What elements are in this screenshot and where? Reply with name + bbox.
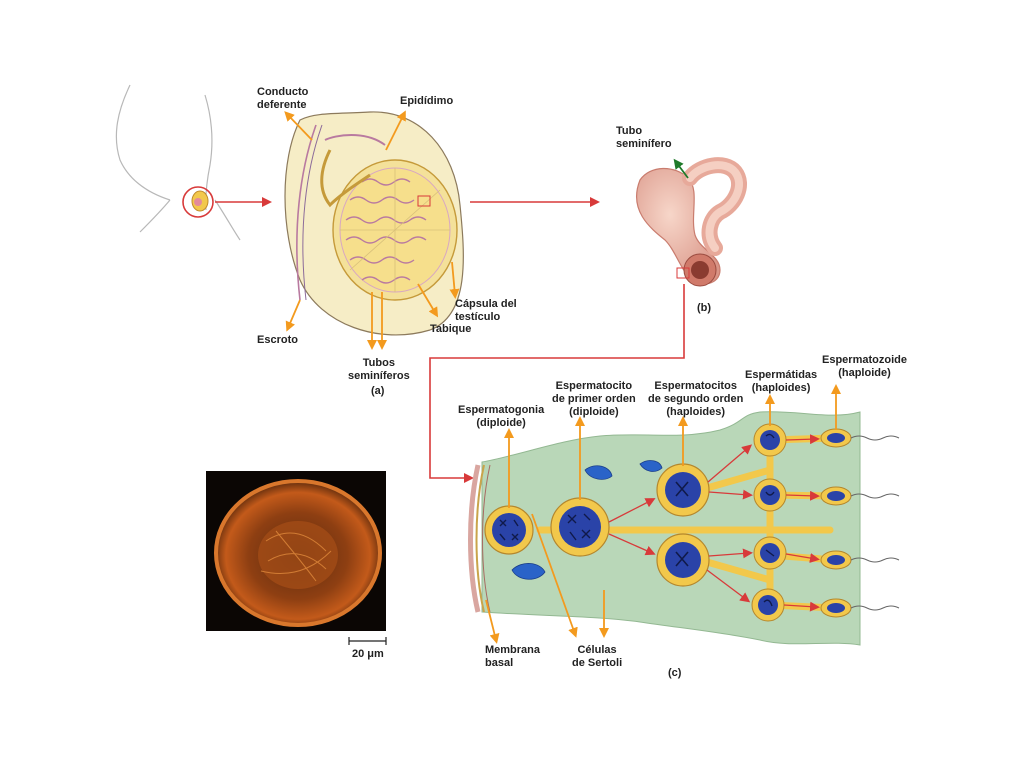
panel-label-c: (c) xyxy=(668,667,682,679)
scale-bar xyxy=(348,637,387,645)
label-espermatozoide: Espermatozoide(haploide) xyxy=(822,354,907,379)
spermatid-cells xyxy=(751,423,787,622)
micrograph-image xyxy=(206,471,386,631)
spermatogonium-cell xyxy=(484,505,534,555)
panel-c-label-arrows xyxy=(485,384,841,644)
red-arrow-tubule-to-detail xyxy=(429,284,685,483)
panel-label-b: (b) xyxy=(697,302,712,314)
scrotum-location-marker xyxy=(182,186,214,218)
green-arrow-tubule xyxy=(673,158,689,179)
scale-bar-label: 20 μm xyxy=(352,648,384,660)
spermatozoa-cells xyxy=(820,428,900,618)
secondary-spermatocyte-cells xyxy=(656,463,710,587)
body-outline-sketch xyxy=(115,84,241,241)
label-epididimo: Epidídimo xyxy=(400,95,454,107)
testis-cross-section xyxy=(284,111,464,336)
label-escroto: Escroto xyxy=(257,334,298,346)
tubule-micrograph xyxy=(206,471,386,631)
seminiferous-tubule-drawing xyxy=(635,157,747,287)
label-espermatidas: Espermátidas(haploides) xyxy=(745,369,818,394)
primary-spermatocyte-cell xyxy=(550,497,610,557)
label-tabique: Tabique xyxy=(430,323,472,335)
label-espermatogonia: Espermatogonia(diploide) xyxy=(458,404,545,429)
seminiferous-epithelium-detail xyxy=(468,411,900,646)
panel-label-a: (a) xyxy=(371,385,385,397)
panel-a-label-arrows xyxy=(284,110,460,350)
